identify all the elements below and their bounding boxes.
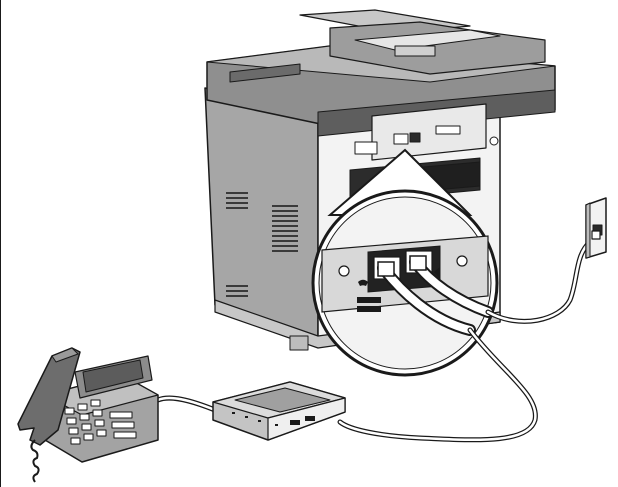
desk-telephone-icon xyxy=(17,347,159,483)
modem-icon xyxy=(212,381,346,441)
magnified-port-callout xyxy=(311,189,499,377)
handset-cord xyxy=(30,439,40,483)
telephone-wall-jack-icon xyxy=(585,197,607,259)
line-cable xyxy=(485,232,601,324)
wall-line-icon xyxy=(434,267,440,279)
telephone-handset-icon xyxy=(358,279,368,286)
cables xyxy=(155,232,601,443)
